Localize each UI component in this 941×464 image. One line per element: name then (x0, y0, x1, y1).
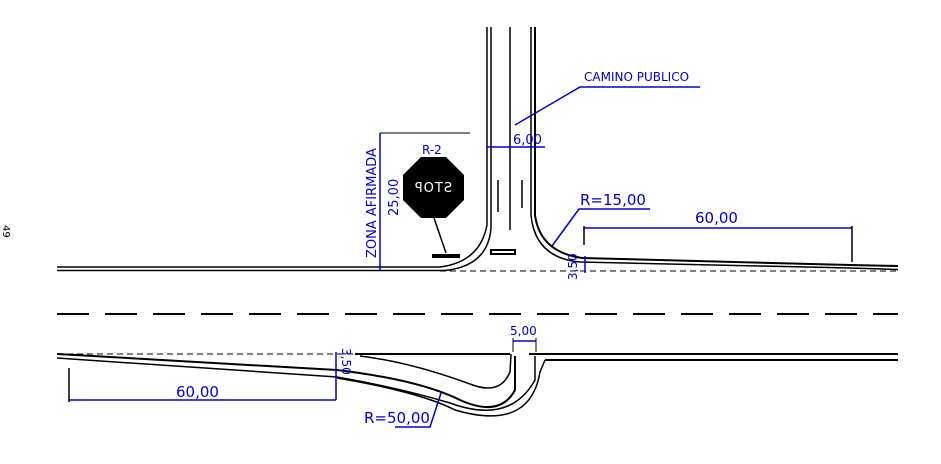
side-road-width: 6,00 (513, 133, 542, 148)
lane-width-top: 3,50 (566, 253, 580, 280)
lane-width-bottom: 3,50 (339, 348, 353, 375)
zona-length: 25,00 (387, 179, 402, 216)
radius-top: R=15,00 (580, 191, 646, 209)
page-number: 49 (0, 225, 11, 238)
radius-bottom: R=50,00 (364, 409, 430, 427)
gap-width: 5,00 (510, 324, 537, 338)
taper-top-length: 60,00 (695, 209, 738, 227)
main-road-bottom-edge (56, 353, 898, 417)
zona-afirmada-label: ZONA AFIRMADA (365, 148, 380, 258)
camino-publico-label: CAMINO PUBLICO (584, 70, 689, 84)
taper-bottom-length: 60,00 (176, 383, 219, 401)
stop-sign-text: STOP (414, 181, 452, 196)
stop-sign: STOP (403, 157, 464, 258)
sign-code: R-2 (422, 143, 442, 157)
main-road-top-edge (57, 27, 899, 272)
